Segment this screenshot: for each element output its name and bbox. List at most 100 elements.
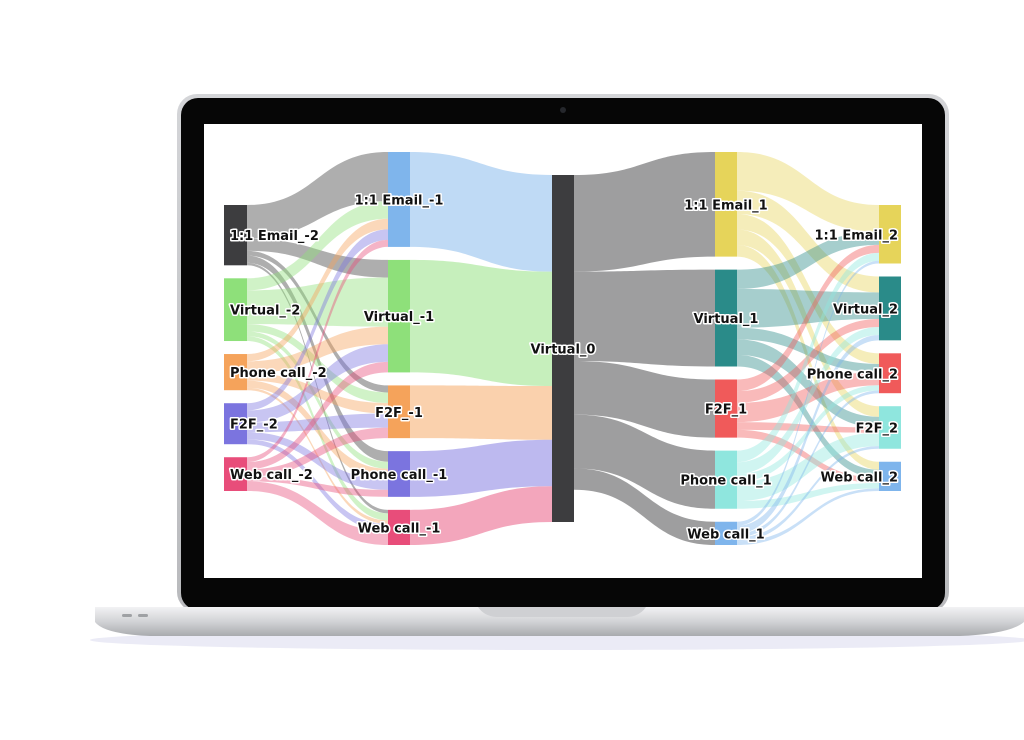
link-1-1-email-1-to-web-call-2[interactable] (737, 245, 879, 470)
link-virtual-0-to-virtual-1[interactable] (574, 269, 715, 367)
link-f2f-1-to-web-call-2[interactable] (737, 429, 879, 484)
label-phone-call-2: Phone call_-2 (230, 366, 327, 381)
link-virtual-2-to-web-call-1[interactable] (247, 336, 388, 521)
link-1-1-email-1-to-1-1-email-2[interactable] (737, 152, 879, 232)
node-virtual-0[interactable] (552, 175, 574, 522)
node-f2f-1[interactable] (388, 385, 410, 439)
link-1-1-email-2-to-f2f-1[interactable] (247, 250, 388, 393)
link-phone-call-2-to-1-1-email-1[interactable] (247, 218, 388, 362)
node-f2f-2[interactable] (224, 403, 247, 445)
link-web-call-2-to-1-1-email-1[interactable] (247, 239, 388, 463)
node-f2f-1[interactable] (715, 379, 737, 438)
link-f2f-2-to-virtual-1[interactable] (247, 344, 388, 423)
link-virtual-1-to-virtual-0[interactable] (410, 259, 552, 387)
label-web-call-1: Web call_1 (687, 527, 764, 542)
node-virtual-1[interactable] (388, 259, 410, 373)
link-f2f-1-to-virtual-2[interactable] (737, 319, 879, 403)
link-f2f-1-to-f2f-2[interactable] (737, 422, 879, 433)
vent-slot-right (138, 614, 148, 617)
link-f2f-2-to-web-call-1[interactable] (247, 439, 388, 531)
link-virtual-1-to-f2f-2[interactable] (737, 339, 879, 428)
node-web-call-2[interactable] (224, 457, 247, 491)
link-virtual-2-to-1-1-email-1[interactable] (247, 201, 388, 291)
link-virtual-1-to-virtual-2[interactable] (737, 289, 879, 328)
label-f2f-1: F2F_-1 (375, 406, 423, 421)
link-web-call-2-to-virtual-1[interactable] (247, 361, 388, 470)
link-phone-call-1-to-virtual-2[interactable] (737, 327, 879, 474)
link-1-1-email-2-to-web-call-1[interactable] (247, 262, 388, 514)
label-phone-call-2: Phone call_2 (807, 367, 898, 382)
label-virtual-0: Virtual_0 (531, 343, 596, 358)
node-virtual-2[interactable] (879, 276, 901, 341)
node-phone-call-1[interactable] (388, 451, 410, 497)
node-phone-call-2[interactable] (879, 353, 901, 394)
link-virtual-2-to-f2f-1[interactable] (247, 324, 388, 403)
link-f2f-2-to-1-1-email-1[interactable] (247, 229, 388, 411)
link-phone-call-2-to-virtual-1[interactable] (247, 326, 388, 374)
node-1-1-email-1[interactable] (388, 152, 410, 247)
webcam-icon (560, 107, 566, 113)
link-web-call-1-to-web-call-2[interactable] (737, 488, 879, 545)
link-phone-call-2-to-f2f-1[interactable] (247, 373, 388, 414)
link-phone-call-1-to-web-call-2[interactable] (737, 483, 879, 509)
link-web-call-1-to-virtual-0[interactable] (410, 486, 552, 545)
label-web-call-2: Web call_2 (821, 470, 898, 485)
label-1-1-email-1: 1:1 Email_1 (684, 198, 767, 213)
link-web-call-1-to-f2f-2[interactable] (737, 446, 879, 542)
link-virtual-0-to-f2f-1[interactable] (574, 361, 715, 438)
laptop-base (95, 607, 1024, 636)
node-web-call-1[interactable] (388, 509, 410, 545)
node-1-1-email-2[interactable] (224, 205, 247, 266)
node-web-call-2[interactable] (879, 461, 901, 491)
link-virtual-2-to-virtual-1[interactable] (247, 277, 388, 327)
node-1-1-email-2[interactable] (879, 205, 901, 264)
label-1-1-email-2: 1:1 Email_2 (815, 228, 898, 243)
link-1-1-email-1-to-virtual-0[interactable] (410, 152, 552, 272)
link-virtual-1-to-web-call-2[interactable] (737, 354, 879, 478)
vent-slot-left (122, 614, 132, 617)
link-web-call-2-to-web-call-1[interactable] (247, 481, 388, 545)
link-1-1-email-1-to-virtual-2[interactable] (737, 190, 879, 293)
link-web-call-1-to-1-1-email-2[interactable] (737, 260, 879, 526)
node-phone-call-1[interactable] (715, 450, 737, 509)
link-f2f-2-to-f2f-1[interactable] (247, 413, 388, 433)
link-phone-call-1-to-virtual-0[interactable] (410, 439, 552, 497)
link-virtual-0-to-web-call-1[interactable] (574, 468, 715, 545)
node-phone-call-2[interactable] (224, 354, 247, 391)
link-1-1-email-1-to-f2f-2[interactable] (737, 229, 879, 417)
link-f2f-1-to-phone-call-2[interactable] (737, 371, 879, 423)
link-phone-call-2-to-web-call-1[interactable] (247, 387, 388, 524)
label-f2f-2: F2F_2 (856, 421, 898, 436)
label-virtual-1: Virtual_-1 (364, 310, 434, 325)
link-1-1-email-2-to-1-1-email-1[interactable] (247, 152, 388, 239)
link-virtual-1-to-phone-call-2[interactable] (737, 327, 879, 372)
link-web-call-2-to-f2f-1[interactable] (247, 427, 388, 477)
link-f2f-1-to-1-1-email-2[interactable] (737, 244, 879, 392)
link-1-1-email-2-to-phone-call-1[interactable] (247, 255, 388, 462)
link-virtual-1-to-1-1-email-2[interactable] (737, 231, 879, 289)
label-1-1-email-1: 1:1 Email_-1 (355, 193, 444, 208)
link-web-call-2-to-phone-call-1[interactable] (247, 476, 388, 497)
link-virtual-0-to-1-1-email-1[interactable] (574, 152, 715, 272)
link-1-1-email-1-to-phone-call-2[interactable] (737, 214, 879, 364)
link-virtual-2-to-phone-call-1[interactable] (247, 331, 388, 469)
link-f2f-2-to-phone-call-1[interactable] (247, 432, 388, 490)
node-virtual-1[interactable] (715, 269, 737, 367)
link-virtual-0-to-phone-call-1[interactable] (574, 414, 715, 509)
link-phone-call-2-to-phone-call-1[interactable] (247, 380, 388, 480)
link-1-1-email-2-to-virtual-1[interactable] (247, 238, 388, 278)
label-virtual-1: Virtual_1 (694, 312, 759, 327)
label-f2f-1: F2F_1 (705, 403, 747, 418)
node-virtual-2[interactable] (224, 278, 247, 342)
link-web-call-1-to-phone-call-2[interactable] (737, 390, 879, 538)
link-web-call-1-to-virtual-2[interactable] (737, 335, 879, 534)
link-f2f-1-to-virtual-0[interactable] (410, 385, 552, 440)
label-web-call-2: Web call_-2 (230, 468, 313, 483)
link-phone-call-1-to-1-1-email-2[interactable] (737, 252, 879, 463)
trackpad-notch (478, 607, 646, 617)
link-phone-call-1-to-f2f-2[interactable] (737, 432, 879, 501)
node-web-call-1[interactable] (715, 521, 737, 545)
link-phone-call-1-to-phone-call-2[interactable] (737, 385, 879, 482)
node-1-1-email-1[interactable] (715, 152, 737, 257)
node-f2f-2[interactable] (879, 406, 901, 449)
